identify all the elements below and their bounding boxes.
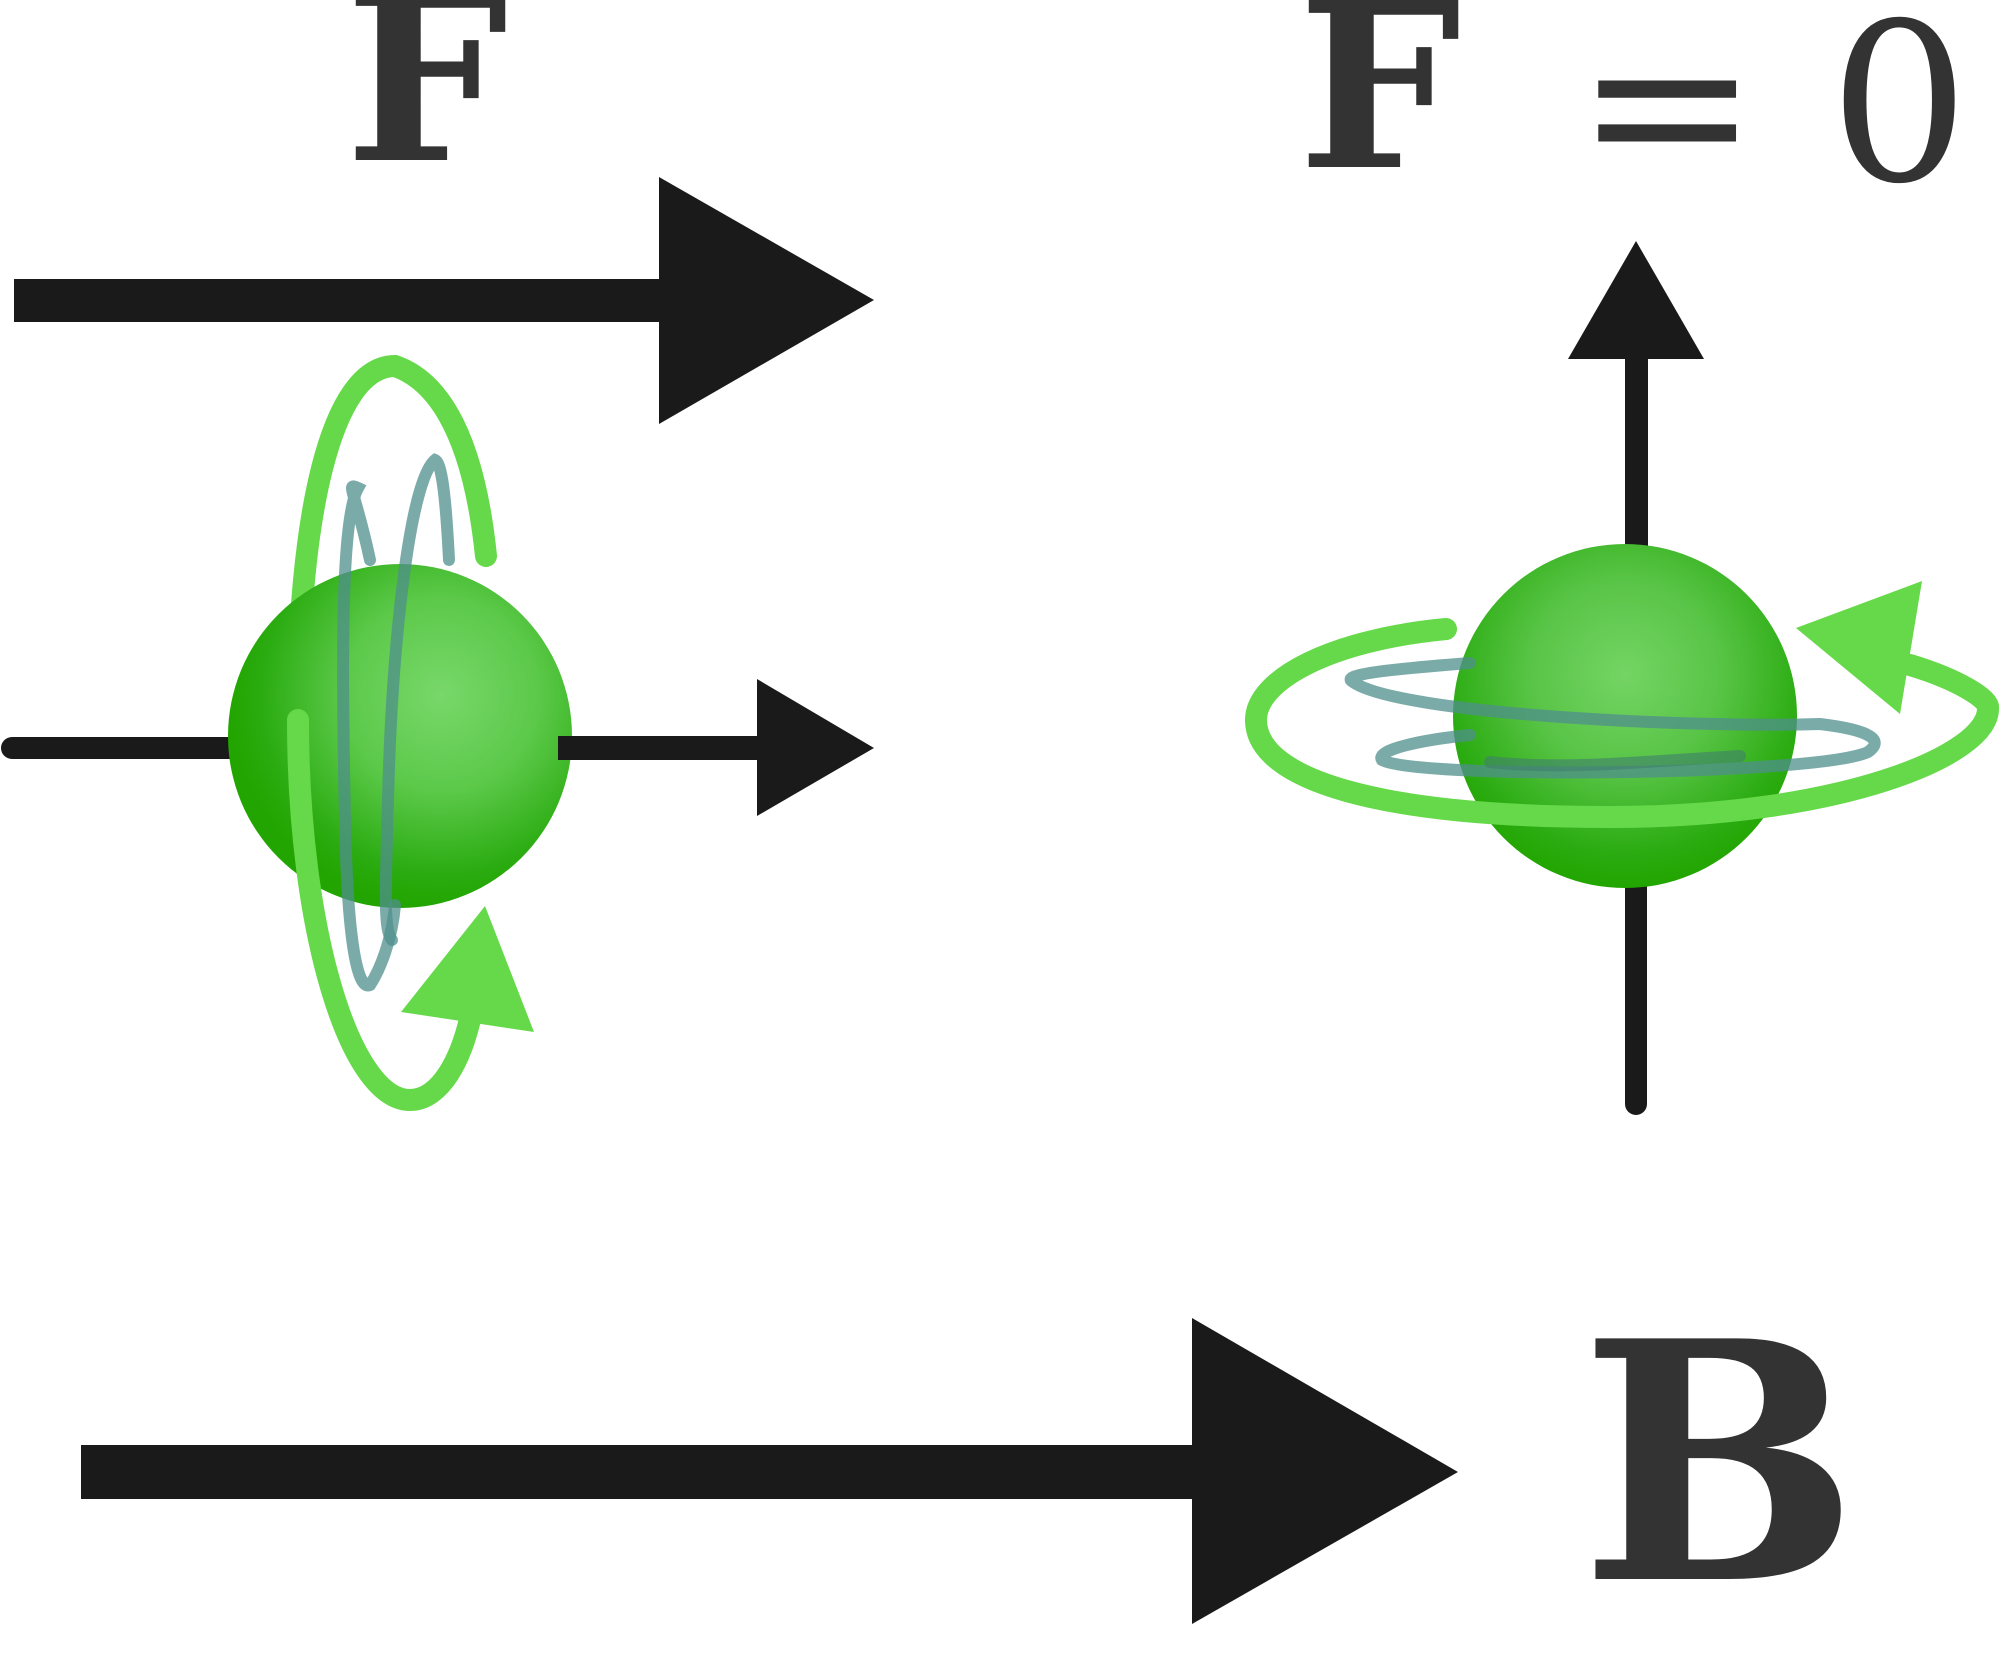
inner-orbit-left-1 bbox=[337, 480, 401, 992]
spin-right-group bbox=[1245, 241, 1999, 1115]
precession-orbit-left-front bbox=[287, 709, 483, 1112]
force-arrow-left bbox=[14, 177, 874, 424]
inner-orbit-right-2 bbox=[1484, 750, 1746, 772]
force-zero-label: = 0 bbox=[1575, 0, 1970, 232]
spin-sphere-left bbox=[228, 564, 572, 908]
spin-left-group bbox=[1, 354, 874, 1112]
precession-arrowhead-right bbox=[1796, 581, 1922, 714]
spin-axis-left-arrow bbox=[558, 679, 874, 816]
precession-orbit-left-back bbox=[287, 354, 497, 731]
inner-orbit-right-1 bbox=[1344, 657, 1881, 779]
spin-axis-right-arrow bbox=[1568, 241, 1704, 558]
precession-arrowhead-left bbox=[401, 906, 534, 1032]
magnetic-field-label: B bbox=[1580, 1269, 1859, 1657]
force-label-right: F bbox=[1298, 0, 1462, 222]
force-label-left: F bbox=[345, 0, 509, 215]
inner-orbit-left-2 bbox=[379, 453, 455, 946]
precession-orbit-right-front bbox=[1245, 697, 1999, 829]
magnetic-field-arrow bbox=[81, 1318, 1458, 1624]
